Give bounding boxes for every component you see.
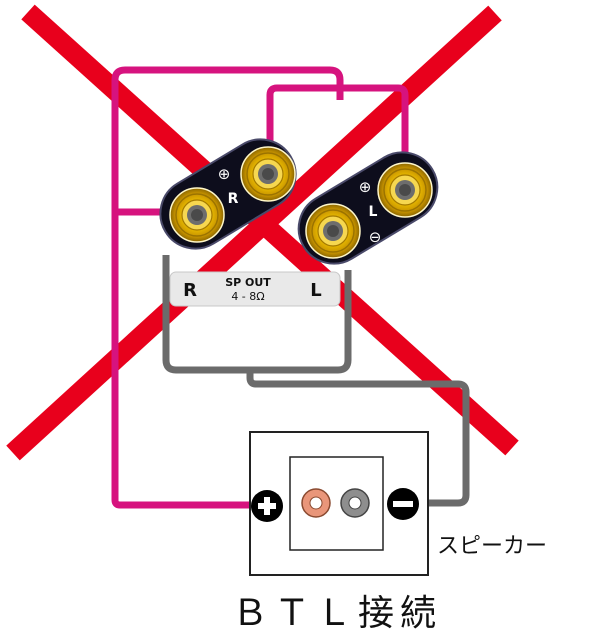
sp-out-right-label: R [183,280,197,301]
plus-circle-icon [251,490,283,522]
binding-post-icon[interactable] [305,203,361,259]
plus-circle-icon: ⊕ [218,165,231,183]
terminal-plate-right: ⊕ R [159,138,297,250]
minus-circle-icon: ⊖ [369,228,382,246]
left-channel-label: L [369,204,378,220]
minus-circle-icon [387,488,419,520]
binding-post-icon[interactable] [377,162,433,218]
binding-post-icon[interactable] [240,146,296,202]
speaker-label: スピーカー [437,534,547,559]
plus-circle-icon: ⊕ [359,178,372,196]
gray-wire [162,255,470,507]
impedance-label: 4 - 8Ω [231,290,264,303]
sp-out-title: SP OUT [225,276,271,289]
sp-out-left-label: L [310,280,321,301]
btl-caption: ＢＴＬ接続 [232,593,442,634]
terminal-plate-left: ⊕ L ⊖ [297,151,439,265]
speaker-terminal-box [249,431,429,576]
big-red-x-cross-icon [6,4,519,461]
right-channel-label: R [228,191,239,207]
sp-out-panel: R L SP OUT 4 - 8Ω [169,271,341,307]
binding-post-icon[interactable] [169,187,225,243]
pink-wire [111,66,409,509]
